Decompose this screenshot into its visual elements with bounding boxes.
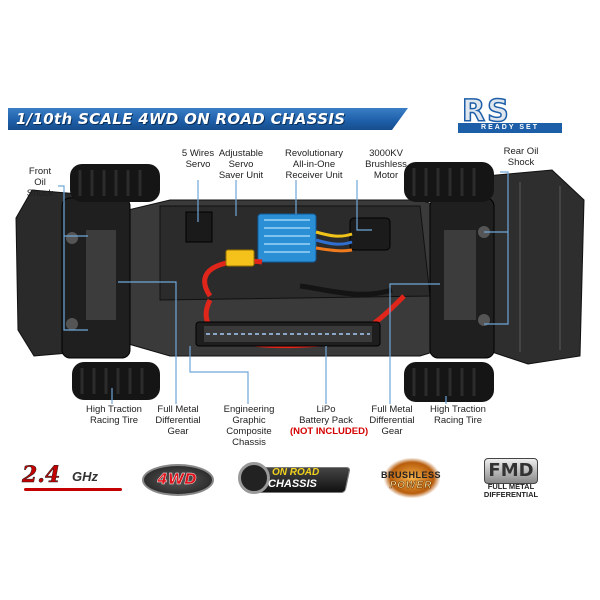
label-motor-l2: Brushless xyxy=(365,159,407,170)
label-servo: 5 Wires Servo xyxy=(170,148,226,170)
label-servo-l2: Servo xyxy=(185,159,211,170)
label-rear-oil-shock: Rear Oil Shock xyxy=(496,146,546,168)
rear-right-tire xyxy=(404,362,494,402)
rs-logo-bar xyxy=(458,123,562,133)
label-receiver: Revolutionary All-in-One Receiver Unit xyxy=(276,148,352,181)
label-front-oil-shock: Front Oil Shock xyxy=(20,166,60,199)
brushless-power-badge: BRUSHLESS POWER xyxy=(370,458,452,498)
esc-heatsink xyxy=(264,219,310,253)
label-rear-diff: Full Metal Differential Gear xyxy=(362,404,422,437)
label-chassis-l3: Composite xyxy=(226,426,272,437)
motor-wire-yellow xyxy=(315,230,353,238)
label-front-diff: Full Metal Differential Gear xyxy=(148,404,208,437)
motor-wire-orange xyxy=(315,246,353,253)
label-motor-l3: Motor xyxy=(373,170,399,181)
onroad-chassis-badge: ON ROAD CHASSIS xyxy=(238,458,351,498)
onroad-badge-wheel-icon xyxy=(238,462,270,494)
xt-connector-top xyxy=(225,249,255,267)
label-rear-tire-l1: High Traction xyxy=(430,404,486,415)
label-battery-l1: LiPo xyxy=(316,404,336,415)
rear-wing xyxy=(485,169,585,365)
label-servo-saver-l1: Adjustable xyxy=(218,148,264,159)
label-front-tire-l1: High Traction xyxy=(86,404,142,415)
leader-front-diff xyxy=(118,281,177,404)
label-receiver-l1: Revolutionary xyxy=(284,148,344,159)
callout-lines xyxy=(58,171,509,404)
ghz-badge-unit: GHz xyxy=(72,469,98,484)
label-rear-diff-l2: Differential xyxy=(369,415,415,426)
label-front-tire: High Traction Racing Tire xyxy=(76,404,152,426)
label-servo-l1: 5 Wires xyxy=(181,148,215,159)
full-metal-diff-badge: FMD FULL METAL DIFFERENTIAL xyxy=(470,458,552,499)
fourwd-badge-oval xyxy=(142,464,214,496)
label-front-oil-shock-l2: Oil xyxy=(34,177,46,188)
label-front-diff-l2: Differential xyxy=(155,415,201,426)
label-servo-saver-l2: Servo xyxy=(228,159,254,170)
ghz-badge: 2.4 GHz xyxy=(22,458,126,498)
rear-wing-ribs xyxy=(519,182,561,352)
label-receiver-l3: Receiver Unit xyxy=(285,170,343,181)
label-chassis-l4: Chassis xyxy=(232,437,266,448)
fmd-badge-mark: FMD xyxy=(484,458,538,484)
label-rear-diff-l3: Gear xyxy=(381,426,403,437)
label-motor: 3000KV Brushless Motor xyxy=(354,148,418,181)
rear-left-tire xyxy=(404,162,494,202)
servo xyxy=(185,211,213,243)
leader-chassis xyxy=(189,346,249,404)
fmd-badge-line1: FULL METAL xyxy=(487,482,535,491)
label-battery: LiPo Battery Pack (NOT INCLUDED) xyxy=(290,404,369,437)
rs-logo-mark: RS xyxy=(461,94,511,130)
motor-wire-blue xyxy=(315,238,353,246)
brushless-badge-burst xyxy=(384,458,440,498)
onroad-badge-line1: ON ROAD xyxy=(272,467,320,478)
fourwd-badge: 4WD xyxy=(140,458,214,498)
front-suspension xyxy=(61,197,131,359)
ghz-badge-number: 2.4 xyxy=(22,462,61,489)
onroad-badge-line2: CHASSIS xyxy=(268,478,317,490)
brushless-badge-line1: BRUSHLESS xyxy=(380,470,441,480)
receiver-esc xyxy=(257,213,317,263)
label-rear-tire: High Traction Racing Tire xyxy=(420,404,496,426)
fmd-badge-line2: DIFFERENTIAL xyxy=(483,490,539,499)
label-chassis: Engineering Graphic Composite Chassis xyxy=(216,404,282,448)
label-front-diff-l1: Full Metal xyxy=(157,404,199,415)
label-receiver-l2: All-in-One xyxy=(292,159,336,170)
label-rear-diff-l1: Full Metal xyxy=(371,404,413,415)
label-battery-l2: Battery Pack xyxy=(299,415,353,426)
label-motor-l1: 3000KV xyxy=(369,148,403,159)
label-front-oil-shock-l1: Front xyxy=(28,166,52,177)
title-banner xyxy=(8,108,408,130)
label-chassis-l1: Engineering xyxy=(223,404,275,415)
label-rear-tire-l2: Racing Tire xyxy=(433,415,483,426)
fourwd-badge-text: 4WD xyxy=(157,470,197,488)
rs-logo-subtitle: READY SET xyxy=(481,124,539,131)
front-left-tire xyxy=(70,164,160,202)
label-chassis-l2: Graphic xyxy=(232,415,266,426)
page-title: 1/10th SCALE 4WD ON ROAD CHASSIS xyxy=(16,110,346,128)
label-front-diff-l3: Gear xyxy=(167,426,189,437)
leader-rear-diff xyxy=(389,283,440,404)
ghz-badge-swoosh xyxy=(24,488,122,491)
label-front-oil-shock-l3: Shock xyxy=(26,188,54,199)
battery-label xyxy=(204,326,372,342)
label-front-tire-l2: Racing Tire xyxy=(89,415,139,426)
leader-front-shock xyxy=(58,185,88,331)
front-right-tire xyxy=(72,362,160,400)
motor xyxy=(349,217,391,251)
leader-rear-shock xyxy=(484,171,509,325)
battery-warning: (NOT INCLUDED) xyxy=(290,426,369,437)
brushless-badge-line2: POWER xyxy=(389,480,433,492)
power-wire-black xyxy=(299,283,393,297)
rs-logo: RS READY SET xyxy=(458,94,566,133)
label-rear-oil-shock-l1: Rear Oil xyxy=(503,146,539,157)
rear-suspension xyxy=(429,197,495,359)
label-servo-saver: Adjustable Servo Saver Unit xyxy=(212,148,270,181)
label-servo-saver-l3: Saver Unit xyxy=(218,170,264,181)
leader-motor xyxy=(356,180,372,231)
label-rear-oil-shock-l2: Shock xyxy=(507,157,535,168)
